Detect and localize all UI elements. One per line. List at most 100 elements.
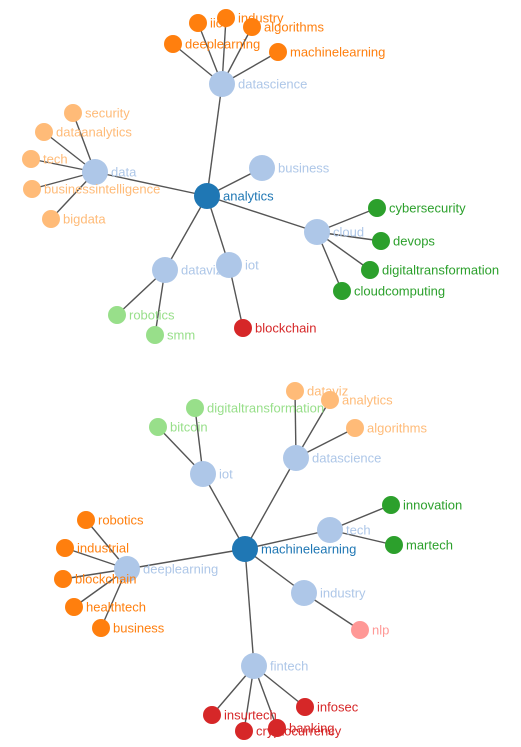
node-label: dataanalytics [56,124,132,139]
node-circle[interactable] [194,183,220,209]
node-circle[interactable] [317,517,343,543]
node-circle[interactable] [351,621,369,639]
node-circle[interactable] [108,306,126,324]
node-cloudcomputing[interactable]: cloudcomputing [333,282,445,300]
node-circle[interactable] [382,496,400,514]
node-circle[interactable] [65,598,83,616]
node-deeplearning[interactable]: deeplearning [164,35,260,53]
node-cryptocurrency[interactable]: cryptocurrency [235,722,342,740]
node-circle[interactable] [77,511,95,529]
node-circle[interactable] [286,382,304,400]
node-circle[interactable] [304,219,330,245]
node-insurtech[interactable]: insurtech [203,706,277,724]
node-circle[interactable] [216,252,242,278]
node-circle[interactable] [283,445,309,471]
node-circle[interactable] [114,556,140,582]
node-circle[interactable] [241,653,267,679]
node-circle[interactable] [82,159,108,185]
node-circle[interactable] [234,319,252,337]
node-machinelearning[interactable]: machinelearning [269,43,385,61]
node-circle[interactable] [190,461,216,487]
node-bitcoin[interactable]: bitcoin [149,418,208,436]
node-circle[interactable] [149,418,167,436]
node-circle[interactable] [249,155,275,181]
node-circle[interactable] [35,123,53,141]
node-bigdata[interactable]: bigdata [42,210,106,228]
node-smm[interactable]: smm [146,326,195,344]
node-tech[interactable]: tech [22,150,68,168]
node-circle[interactable] [186,399,204,417]
node-label: robotics [98,512,144,527]
node-circle[interactable] [235,722,253,740]
node-datascience[interactable]: datascience [209,71,307,97]
node-businessintelligence[interactable]: businessintelligence [23,180,160,198]
node-analytics[interactable]: analytics [194,183,274,209]
node-dataviz[interactable]: dataviz [286,382,348,400]
node-circle[interactable] [361,261,379,279]
node-industry[interactable]: industry [291,580,366,606]
node-infosec[interactable]: infosec [296,698,359,716]
node-healthtech[interactable]: healthtech [65,598,146,616]
node-machinelearning[interactable]: machinelearning [232,536,356,562]
node-circle[interactable] [23,180,41,198]
node-blockchain[interactable]: blockchain [234,319,316,337]
node-deeplearning[interactable]: deeplearning [114,556,218,582]
node-circle[interactable] [243,18,261,36]
node-circle[interactable] [232,536,258,562]
node-circle[interactable] [164,35,182,53]
node-iot[interactable]: iot [216,252,259,278]
node-dataviz[interactable]: dataviz [152,257,222,283]
node-circle[interactable] [269,43,287,61]
node-circle[interactable] [189,14,207,32]
node-fintech[interactable]: fintech [241,653,308,679]
node-robotics[interactable]: robotics [77,511,144,529]
node-circle[interactable] [209,71,235,97]
node-circle[interactable] [203,706,221,724]
node-cloud[interactable]: cloud [304,219,364,245]
node-data[interactable]: data [82,159,137,185]
node-business[interactable]: business [92,619,165,637]
node-circle[interactable] [56,539,74,557]
node-iot[interactable]: iot [190,461,233,487]
edge-machinelearning-tech [244,529,331,550]
node-dataanalytics[interactable]: dataanalytics [35,123,132,141]
node-circle[interactable] [152,257,178,283]
node-circle[interactable] [321,391,339,409]
node-analytics[interactable]: analytics [321,391,393,409]
node-circle[interactable] [333,282,351,300]
node-circle[interactable] [368,199,386,217]
node-digitaltransformation[interactable]: digitaltransformation [186,399,324,417]
node-label: smm [167,327,195,342]
node-iiot[interactable]: iiot [189,14,227,32]
node-circle[interactable] [268,719,286,737]
node-circle[interactable] [64,104,82,122]
node-circle[interactable] [385,536,403,554]
node-robotics[interactable]: robotics [108,306,175,324]
node-datascience[interactable]: datascience [283,445,381,471]
node-tech[interactable]: tech [317,517,371,543]
node-banking[interactable]: banking [268,719,335,737]
node-circle[interactable] [22,150,40,168]
node-circle[interactable] [146,326,164,344]
node-circle[interactable] [296,698,314,716]
node-martech[interactable]: martech [385,536,453,554]
node-security[interactable]: security [64,104,130,122]
node-algorithms[interactable]: algorithms [243,18,324,36]
node-circle[interactable] [54,570,72,588]
node-industrial[interactable]: industrial [56,539,129,557]
node-circle[interactable] [42,210,60,228]
node-circle[interactable] [372,232,390,250]
node-digitaltransformation[interactable]: digitaltransformation [361,261,499,279]
node-circle[interactable] [92,619,110,637]
node-circle[interactable] [346,419,364,437]
node-circle[interactable] [217,9,235,27]
node-cybersecurity[interactable]: cybersecurity [368,199,466,217]
node-blockchain[interactable]: blockchain [54,570,136,588]
node-devops[interactable]: devops [372,232,435,250]
node-algorithms[interactable]: algorithms [346,419,427,437]
node-nlp[interactable]: nlp [351,621,389,639]
node-innovation[interactable]: innovation [382,496,462,514]
node-circle[interactable] [291,580,317,606]
node-business[interactable]: business [249,155,330,181]
